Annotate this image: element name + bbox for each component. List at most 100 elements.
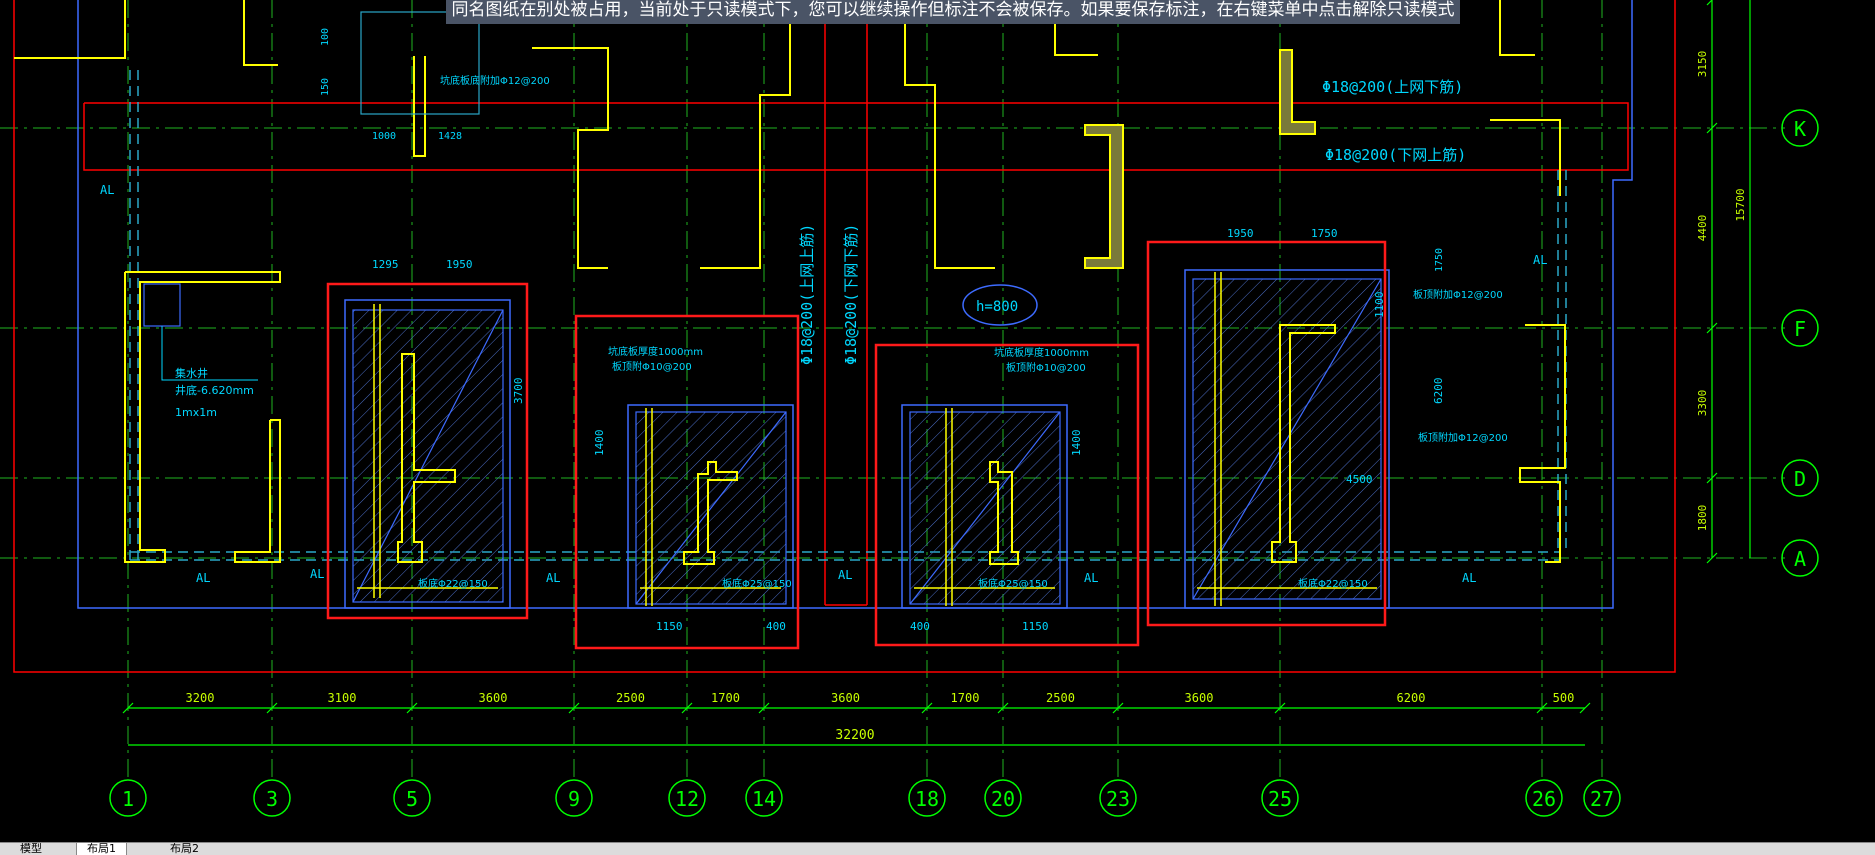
dim-tick	[266, 702, 278, 714]
highlight-pit-4[interactable]	[1146, 240, 1387, 627]
tab-model[interactable]: 模型	[20, 843, 42, 855]
h800-label: h=800	[976, 299, 1018, 315]
axis-bubble-3[interactable]: 3	[253, 779, 291, 817]
highlight-boxes	[326, 240, 1387, 650]
dim-tick	[1579, 702, 1591, 714]
pit4-note: 板顶附加Φ12@200	[1413, 288, 1503, 301]
dim-tick	[1706, 0, 1713, 6]
pit4-side: 1100	[1373, 292, 1386, 319]
pit3-bottom: 板底Φ25@150	[978, 577, 1048, 590]
dim-span-label: 3300	[1696, 390, 1709, 417]
pit-3	[901, 404, 1068, 609]
pit4-note: 板顶附加Φ12@200	[1418, 431, 1508, 444]
pit3-note: 板顶附Φ10@200	[1006, 361, 1086, 374]
svg-text:3: 3	[266, 787, 278, 811]
pit3-side: 1400	[1070, 430, 1083, 457]
al-label: AL	[1533, 253, 1547, 267]
detail-side: 150	[320, 78, 331, 96]
al-label: AL	[1462, 571, 1476, 585]
svg-text:F: F	[1794, 317, 1806, 341]
axis-bubble-18[interactable]: 18	[908, 779, 946, 817]
axis-bubble-25[interactable]: 25	[1261, 779, 1299, 817]
elevator-pits	[344, 269, 1390, 609]
pit2-side: 1400	[593, 430, 606, 457]
svg-text:27: 27	[1590, 787, 1614, 811]
dim-span-label: 2500	[616, 691, 645, 705]
al-label: AL	[310, 567, 324, 581]
pit2-bottom: 板底Φ25@150	[722, 577, 792, 590]
al-label: AL	[1084, 571, 1098, 585]
readonly-notice-banner: 同名图纸在别处被占用，当前处于只读模式下，您可以继续操作但标注不会被保存。如果要…	[446, 0, 1460, 24]
rebar-note-top-upper: Φ18@200(上网下筋)	[1322, 78, 1463, 96]
pit2-note: 板顶附Φ10@200	[612, 360, 692, 373]
pit4-4500: 4500	[1346, 473, 1373, 486]
dim-span-label: 3150	[1696, 51, 1709, 78]
dim-tick	[1274, 702, 1286, 714]
pit1-dim: 1295	[372, 258, 399, 271]
pit3-dim: 1150	[1022, 620, 1049, 633]
axis-bubble-9[interactable]: 9	[555, 779, 593, 817]
svg-text:A: A	[1794, 547, 1806, 571]
axis-bubble-20[interactable]: 20	[984, 779, 1022, 817]
layout-tab-bar: 模型 布局1 布局2	[0, 842, 1875, 855]
axis-bubble-23[interactable]: 23	[1099, 779, 1137, 817]
highlight-pit-3[interactable]	[874, 343, 1140, 647]
tab-layout-1[interactable]: 布局1	[76, 843, 127, 855]
axis-bubble-D[interactable]: D	[1781, 459, 1819, 497]
pit3-dim: 400	[910, 620, 930, 633]
pit1-bottom: 板底Φ22@150	[418, 577, 488, 590]
dim-span-label: 6200	[1397, 691, 1426, 705]
svg-text:20: 20	[991, 787, 1015, 811]
dim-span-label: 3100	[328, 691, 357, 705]
svg-text:9: 9	[568, 787, 580, 811]
pit4-dim: 1950	[1227, 227, 1254, 240]
pit1-dim: 1950	[446, 258, 473, 271]
axis-bubble-1[interactable]: 1	[109, 779, 147, 817]
svg-text:14: 14	[752, 787, 776, 811]
pit1-side: 3700	[512, 378, 525, 405]
dim-span-label: 1800	[1696, 505, 1709, 532]
axis-bubble-27[interactable]: 27	[1583, 779, 1621, 817]
pit3-note: 坑底板厚度1000mm	[994, 346, 1089, 359]
axis-bubble-26[interactable]: 26	[1525, 779, 1563, 817]
svg-text:23: 23	[1106, 787, 1130, 811]
highlight-pit-2[interactable]	[574, 314, 800, 650]
dim-tick	[122, 702, 134, 714]
al-label: AL	[546, 571, 560, 585]
highlight-pit-1[interactable]	[326, 282, 529, 620]
dim-total-label: 15700	[1734, 188, 1747, 221]
dim-span-label: 3600	[479, 691, 508, 705]
axis-bubble-14[interactable]: 14	[745, 779, 783, 817]
al-label: AL	[196, 571, 210, 585]
pit2-dim: 400	[766, 620, 786, 633]
dim-total-label: 32200	[835, 728, 874, 743]
wall-fills	[1084, 49, 1316, 269]
dim-span-label: 2500	[1046, 691, 1075, 705]
svg-text:1: 1	[122, 787, 134, 811]
dim-span-label: 1700	[711, 691, 740, 705]
pit-1	[344, 299, 511, 609]
dim-tick	[1112, 702, 1124, 714]
axis-bubble-F[interactable]: F	[1781, 309, 1819, 347]
rebar-note-vertical-left: Φ18@200(上网上筋)	[798, 224, 816, 365]
dim-tick	[1536, 702, 1548, 714]
dim-tick	[681, 702, 693, 714]
axis-bubble-12[interactable]: 12	[668, 779, 706, 817]
axis-bubble-5[interactable]: 5	[393, 779, 431, 817]
dim-tick	[406, 702, 418, 714]
boundary-lines	[13, 0, 1676, 673]
tab-layout-2[interactable]: 布局2	[170, 843, 199, 855]
outer-boundary	[13, 0, 1676, 673]
sump-name: 集水井	[175, 366, 208, 380]
sump-depth: 井底-6.620mm	[175, 383, 254, 397]
dim-tick	[921, 702, 933, 714]
axis-bubble-A[interactable]: A	[1781, 539, 1819, 577]
dim-tick	[1706, 472, 1718, 484]
slab-outline	[77, 0, 1633, 609]
axis-bubbles: 1 3 5 9 12 14 18 20 23 25 26 27 K F D A	[109, 109, 1819, 817]
axis-bubble-K[interactable]: K	[1781, 109, 1819, 147]
dim-span-label: 500	[1553, 691, 1575, 705]
sump-box	[143, 283, 181, 327]
